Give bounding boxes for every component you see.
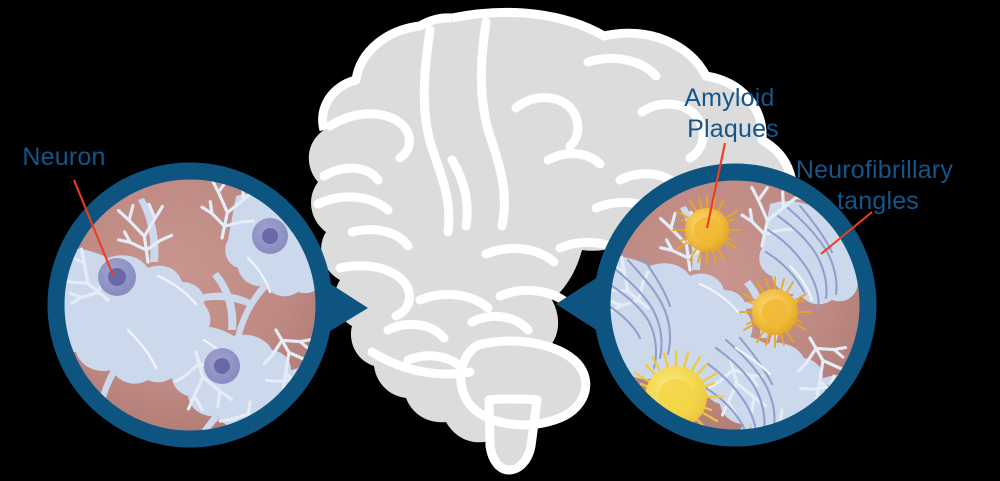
amyloid-plaque-2 [739,276,811,348]
label-amyloid-plaques: Amyloid Plaques [684,84,781,143]
neuron-l3 [204,348,240,384]
alzheimer-circle-contents [603,173,867,437]
label-tangles-line-1: Neurofibrillary [796,156,954,184]
tangles-pointer-line [820,211,873,255]
brain-stem-outline [484,394,542,475]
label-amyloid-line-2: Plaques [687,115,779,143]
alzheimer-tissue-circle[interactable] [587,148,920,478]
amyloid-pointer-line [705,142,727,229]
healthy-circle-ring [47,162,333,448]
brain-cerebellum-outline [456,336,591,430]
label-neuron: Neuron [22,143,105,171]
brain-illustration [308,7,797,475]
neuron-l2 [252,218,288,254]
neuron-l1 [98,258,136,296]
pointer-lines [73,142,873,276]
healthy-neuron-nuclei [98,218,288,384]
neuron-pointer-line [73,179,114,276]
label-neurofibrillary-tangles: Neurofibrillary tangles [796,156,960,215]
label-amyloid-line-1: Amyloid [684,84,774,112]
brain-outline-stroke-lower [318,13,453,132]
label-neuron-line-1: Neuron [22,143,105,171]
alzheimer-circle-ring [593,163,877,447]
label-tangles-line-2: tangles [837,187,919,215]
healthy-tissue-circle[interactable] [46,140,386,470]
amyloid-plaque-1 [672,195,742,265]
